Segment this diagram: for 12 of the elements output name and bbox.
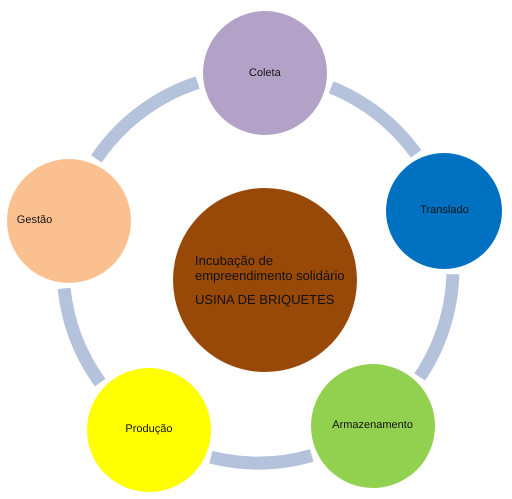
- circle-label: Translado: [420, 204, 469, 218]
- connector-arc: [91, 76, 200, 163]
- circle-label: Incubação de empreendimento solidário: [195, 252, 346, 284]
- connector-arc: [414, 274, 460, 380]
- circle-label: USINA DE BRIQUETES: [195, 292, 334, 308]
- circle-label: Gestão: [16, 214, 52, 228]
- circle-label: Coleta: [248, 66, 281, 80]
- connector-arc: [210, 449, 314, 470]
- connector-arc: [328, 81, 422, 158]
- circle-label: Produção: [125, 423, 172, 436]
- circle-label: Armazenamento: [332, 419, 413, 432]
- connector-arc: [58, 287, 106, 386]
